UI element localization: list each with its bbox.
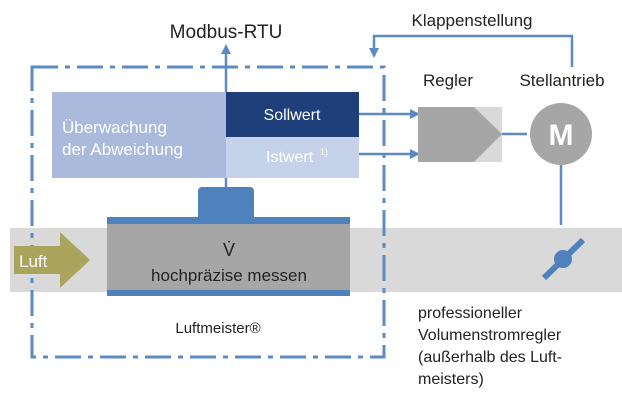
istwert-footnote: 1) (320, 147, 328, 157)
sensor-head (198, 187, 254, 221)
professional-controller-label: professioneller Volumenstromregler (auße… (418, 305, 567, 388)
klappenstellung-label: Klappenstellung (412, 11, 533, 30)
sollwert-box (226, 92, 359, 137)
professional-line-3: (außerhalb des Luft- (418, 349, 562, 366)
istwert-box (226, 137, 359, 178)
professional-line-1: professioneller (418, 305, 523, 322)
sensor-bottom-strip (107, 290, 350, 296)
modbus-label: Modbus-RTU (170, 22, 283, 43)
stellantrieb-label: Stellantrieb (519, 71, 604, 90)
regler-label: Regler (423, 71, 473, 90)
regler-shape (418, 107, 502, 162)
luftmeister-frame (30, 65, 386, 359)
istwert-label: Istwert (266, 149, 314, 166)
measure-label: hochpräzise messen (151, 266, 307, 285)
luftmeister-label: Luftmeister® (175, 320, 260, 337)
sensor-top-strip (107, 217, 350, 224)
luft-arrow (14, 232, 90, 288)
sollwert-label: Sollwert (264, 107, 321, 124)
professional-line-4: meisters) (418, 371, 484, 388)
monitoring-label-line1: Überwachung (62, 118, 167, 137)
volume-flow-symbol: V̇ (223, 240, 235, 260)
professional-line-2: Volumenstromregler (418, 327, 562, 344)
motor-letter: M (549, 119, 574, 152)
damper-pivot (554, 250, 572, 268)
luft-label: Luft (19, 252, 48, 271)
monitoring-box (52, 92, 226, 178)
monitoring-label-line2: der Abweichung (62, 140, 183, 159)
motor-circle (530, 103, 592, 165)
sensor-body (107, 224, 350, 290)
klappenstellung-arrow (369, 34, 574, 67)
